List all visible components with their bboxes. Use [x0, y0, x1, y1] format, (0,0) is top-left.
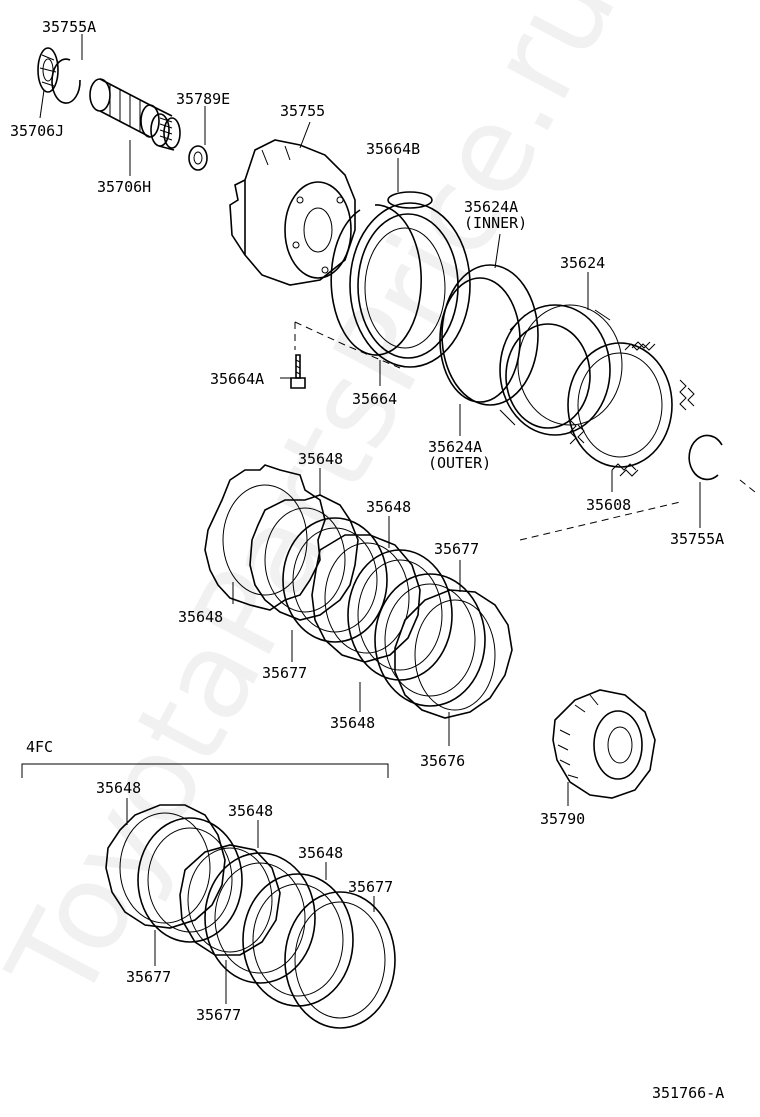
part-35664A-bolt	[290, 354, 306, 389]
part-35624A-seal-rings	[439, 264, 539, 406]
label-35677-a: 35677	[434, 540, 479, 558]
clutch-pack-upper	[204, 464, 513, 719]
label-35677-d: 35677	[126, 968, 171, 986]
part-35755A-snap-ring-right	[688, 434, 723, 481]
group-bracket	[21, 763, 389, 778]
label-35648-e: 35648	[96, 779, 141, 797]
label-outer-note: (OUTER)	[428, 454, 491, 472]
label-35755A-right: 35755A	[670, 530, 724, 548]
leader-lines	[39, 34, 701, 1004]
label-35664: 35664	[352, 390, 397, 408]
part-35755-clutch-drum	[229, 139, 356, 286]
label-35664A: 35664A	[210, 370, 264, 388]
part-35790-clutch-hub	[552, 689, 656, 799]
part-35706J-bearing	[37, 47, 59, 93]
label-35624A-outer: 35624A	[428, 438, 482, 456]
label-35648-b: 35648	[366, 498, 411, 516]
part-35608-spring-retainer	[567, 341, 695, 477]
part-35789E-washer	[188, 145, 208, 171]
label-35706H: 35706H	[97, 178, 151, 196]
snap-ring-dash-line	[519, 479, 756, 541]
label-35755: 35755	[280, 102, 325, 120]
label-35648-a: 35648	[298, 450, 343, 468]
label-35676: 35676	[420, 752, 465, 770]
label-35755A-top: 35755A	[42, 18, 96, 36]
label-group-4FC: 4FC	[26, 738, 53, 756]
label-35789E: 35789E	[176, 90, 230, 108]
diagram-code: 351766-A	[652, 1084, 724, 1102]
label-inner-note: (INNER)	[464, 214, 527, 232]
label-35624A-inner: 35624A	[464, 198, 518, 216]
label-35706J: 35706J	[10, 122, 64, 140]
part-35706H-shaft	[89, 78, 181, 151]
label-35677-e: 35677	[196, 1006, 241, 1024]
bolt-dash-line	[294, 321, 401, 369]
part-35664-piston	[349, 202, 471, 368]
label-35608: 35608	[586, 496, 631, 514]
label-35648-f: 35648	[228, 802, 273, 820]
part-35755A-snap-ring-top	[51, 58, 81, 104]
label-35677-b: 35677	[262, 664, 307, 682]
label-35648-g: 35648	[298, 844, 343, 862]
label-35790: 35790	[540, 810, 585, 828]
label-35624: 35624	[560, 254, 605, 272]
part-35664B-snap-ring	[330, 191, 433, 356]
clutch-pack-lower	[105, 804, 396, 1029]
label-35648-c: 35648	[178, 608, 223, 626]
label-35664B: 35664B	[366, 140, 420, 158]
label-35648-d: 35648	[330, 714, 375, 732]
label-35677-c: 35677	[348, 878, 393, 896]
